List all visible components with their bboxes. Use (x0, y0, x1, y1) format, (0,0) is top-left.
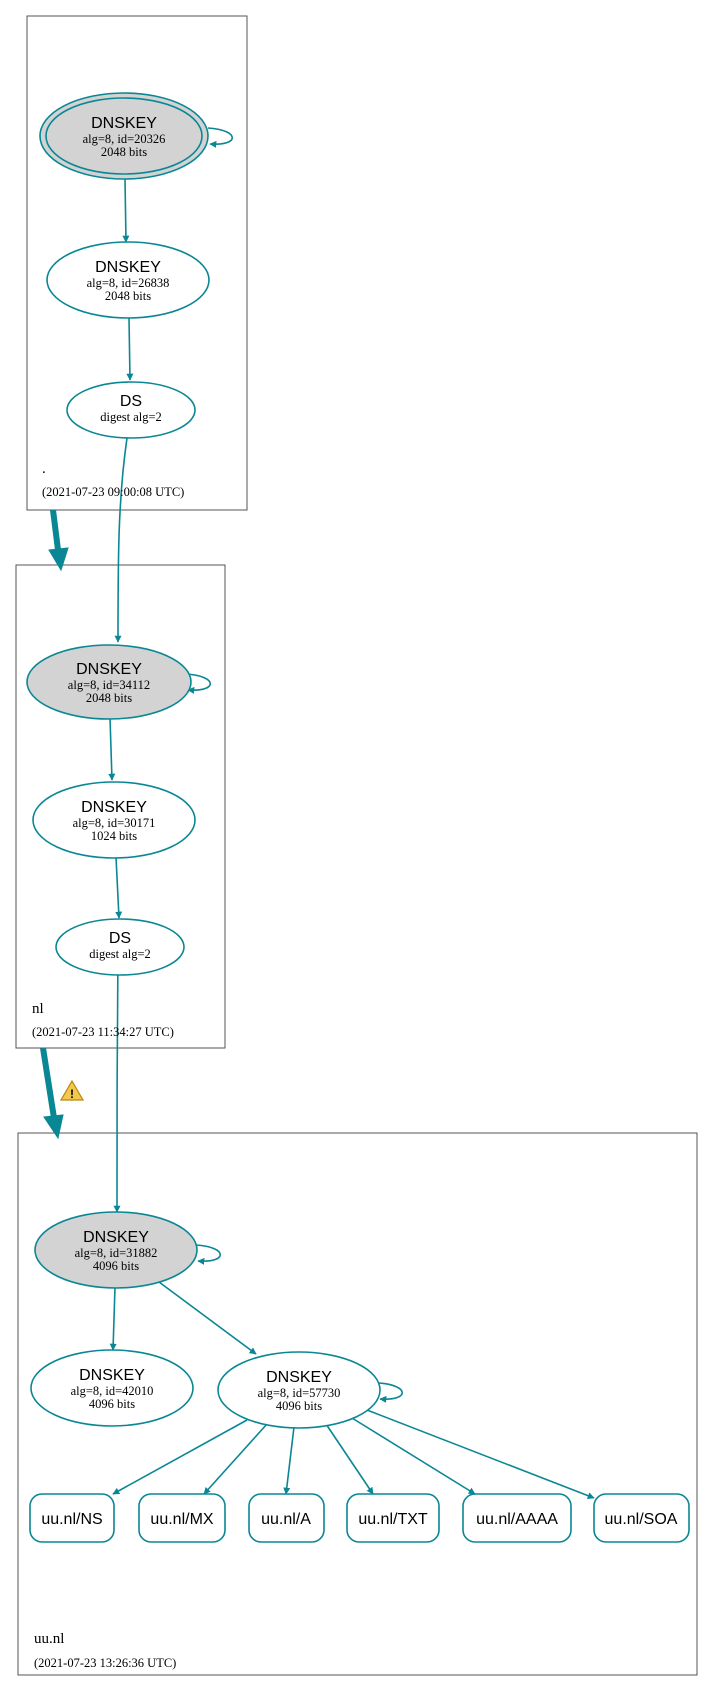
node-detail: 4096 bits (93, 1259, 139, 1273)
node-root-ds[interactable]: DS digest alg=2 (66, 381, 196, 439)
delegation-root-nl (50, 509, 61, 551)
rrset-ns[interactable]: uu.nl/NS (29, 1493, 115, 1543)
rrset-soa[interactable]: uu.nl/SOA (593, 1493, 690, 1543)
rrset-label: uu.nl/NS (41, 1511, 102, 1528)
rrset-label: uu.nl/SOA (605, 1511, 678, 1528)
node-type-label: DNSKEY (76, 661, 142, 678)
edge-root-ksk-to-zsk (122, 178, 130, 243)
zone-uunl-timestamp: (2021-07-23 13:26:36 UTC) (34, 1656, 176, 1670)
delegation-nl-uunl (40, 1047, 57, 1119)
node-detail: 4096 bits (89, 1397, 135, 1411)
zone-uunl-name: uu.nl (34, 1631, 64, 1647)
node-detail: alg=8, id=30171 (73, 816, 156, 830)
node-detail: digest alg=2 (100, 410, 162, 424)
node-uu-zsk[interactable]: DNSKEY alg=8, id=57730 4096 bits (217, 1351, 381, 1429)
node-detail: 1024 bits (91, 829, 137, 843)
edge-uu-zsk-to-a (283, 1426, 295, 1495)
edge-uu-zsk-to-aaaa (351, 1417, 476, 1495)
node-nl-zsk[interactable]: DNSKEY alg=8, id=30171 1024 bits (32, 781, 196, 859)
node-detail: alg=8, id=31882 (75, 1246, 158, 1260)
edge-uu-ksk-self (195, 1244, 221, 1265)
node-detail: alg=8, id=34112 (68, 678, 150, 692)
delegation-root-nl-head (48, 547, 69, 572)
edge-uu-zsk-to-txt (325, 1423, 374, 1495)
node-detail: alg=8, id=42010 (71, 1384, 154, 1398)
edge-nl-ksk-self (185, 673, 211, 694)
node-detail: digest alg=2 (89, 947, 151, 961)
node-uu-42010[interactable]: DNSKEY alg=8, id=42010 4096 bits (30, 1349, 194, 1427)
node-type-label: DNSKEY (91, 115, 157, 132)
zone-nl-timestamp: (2021-07-23 11:34:27 UTC) (32, 1025, 174, 1039)
edge-uu-zsk-to-soa (366, 1409, 595, 1499)
edge-root-ds-to-nl-ksk (114, 437, 128, 643)
node-uu-ksk[interactable]: DNSKEY alg=8, id=31882 4096 bits (34, 1211, 198, 1289)
svg-text:!: ! (70, 1087, 74, 1101)
edge-root-ksk-self (207, 127, 233, 148)
edge-nl-ksk-to-zsk (108, 717, 116, 781)
edge-nl-zsk-to-ds (115, 856, 123, 919)
rrset-label: uu.nl/TXT (358, 1511, 428, 1528)
zone-nl-name: nl (32, 1001, 44, 1017)
zone-root-name: . (42, 461, 46, 477)
node-detail: 2048 bits (105, 289, 151, 303)
node-root-zsk[interactable]: DNSKEY alg=8, id=26838 2048 bits (46, 241, 210, 319)
rrset-txt[interactable]: uu.nl/TXT (346, 1493, 440, 1543)
node-nl-ds[interactable]: DS digest alg=2 (55, 918, 185, 976)
node-type-label: DS (109, 930, 131, 947)
rrset-mx[interactable]: uu.nl/MX (138, 1493, 226, 1543)
node-nl-ksk[interactable]: DNSKEY alg=8, id=34112 2048 bits (26, 644, 192, 720)
node-detail: 4096 bits (276, 1399, 322, 1413)
zone-root-timestamp: (2021-07-23 09:00:08 UTC) (42, 485, 184, 499)
rrset-label: uu.nl/MX (150, 1511, 213, 1528)
delegation-nl-uunl-head (43, 1114, 64, 1140)
edge-nl-ds-to-uu-ksk (113, 946, 121, 1213)
node-detail: alg=8, id=20326 (83, 132, 166, 146)
node-type-label: DNSKEY (79, 1367, 145, 1384)
node-detail: 2048 bits (101, 145, 147, 159)
rrset-label: uu.nl/AAAA (476, 1511, 558, 1528)
node-type-label: DS (120, 393, 142, 410)
edge-uu-zsk-to-mx (203, 1423, 268, 1495)
rrset-aaaa[interactable]: uu.nl/AAAA (462, 1493, 572, 1543)
edge-uu-ksk-to-zsk (158, 1281, 257, 1355)
rrset-label: uu.nl/A (261, 1511, 311, 1528)
warning-icon[interactable]: ! (59, 1079, 85, 1101)
node-detail: 2048 bits (86, 691, 132, 705)
edge-uu-ksk-to-42010 (109, 1286, 117, 1351)
node-detail: alg=8, id=26838 (87, 276, 170, 290)
edge-uu-zsk-self (377, 1382, 403, 1403)
node-type-label: DNSKEY (95, 259, 161, 276)
node-type-label: DNSKEY (266, 1369, 332, 1386)
node-type-label: DNSKEY (83, 1229, 149, 1246)
node-type-label: DNSKEY (81, 799, 147, 816)
node-detail: alg=8, id=57730 (258, 1386, 341, 1400)
edge-root-zsk-to-ds (126, 317, 134, 381)
edge-uu-zsk-to-ns (112, 1419, 248, 1495)
node-root-ksk[interactable]: DNSKEY alg=8, id=20326 2048 bits (39, 92, 209, 180)
rrset-a[interactable]: uu.nl/A (248, 1493, 325, 1543)
